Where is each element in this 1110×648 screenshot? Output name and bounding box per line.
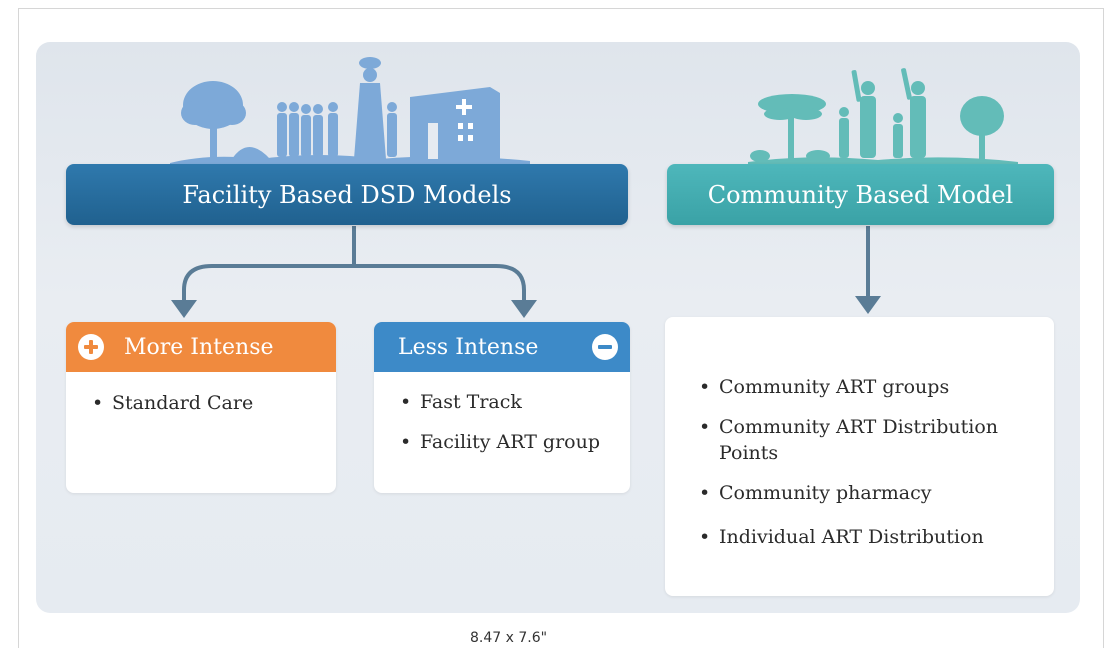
less-intense-header: Less Intense [374,322,630,372]
less-intense-title: Less Intense [398,334,539,360]
family-silhouette-icon [748,68,1018,166]
size-caption: 8.47 x 7.6" [470,630,548,646]
list-item: Fast Track [398,389,600,415]
community-header: Community Based Model [667,164,1054,225]
list-item: Community ART Distribution Points [697,414,1047,466]
community-title: Community Based Model [707,180,1014,209]
minus-icon [592,334,618,360]
more-intense-card: More Intense Standard Care [66,322,336,493]
list-item: Community ART groups [697,374,1047,400]
list-item: Community pharmacy [697,480,1047,506]
community-card: Community ART groups Community ART Distr… [665,317,1054,596]
list-item: Individual ART Distribution [697,524,1047,550]
facility-title: Facility Based DSD Models [182,180,512,209]
community-list: Community ART groups Community ART Distr… [697,374,1047,550]
facility-header: Facility Based DSD Models [66,164,628,225]
list-item: Standard Care [90,390,253,416]
page-frame [18,8,1104,648]
plus-icon [78,334,104,360]
more-intense-header: More Intense [66,322,336,372]
less-intense-card: Less Intense Fast Track Facility ART gro… [374,322,630,493]
more-intense-list: Standard Care [90,390,253,416]
less-intense-list: Fast Track Facility ART group [398,389,600,455]
more-intense-title: More Intense [124,334,274,360]
list-item: Facility ART group [398,429,600,455]
